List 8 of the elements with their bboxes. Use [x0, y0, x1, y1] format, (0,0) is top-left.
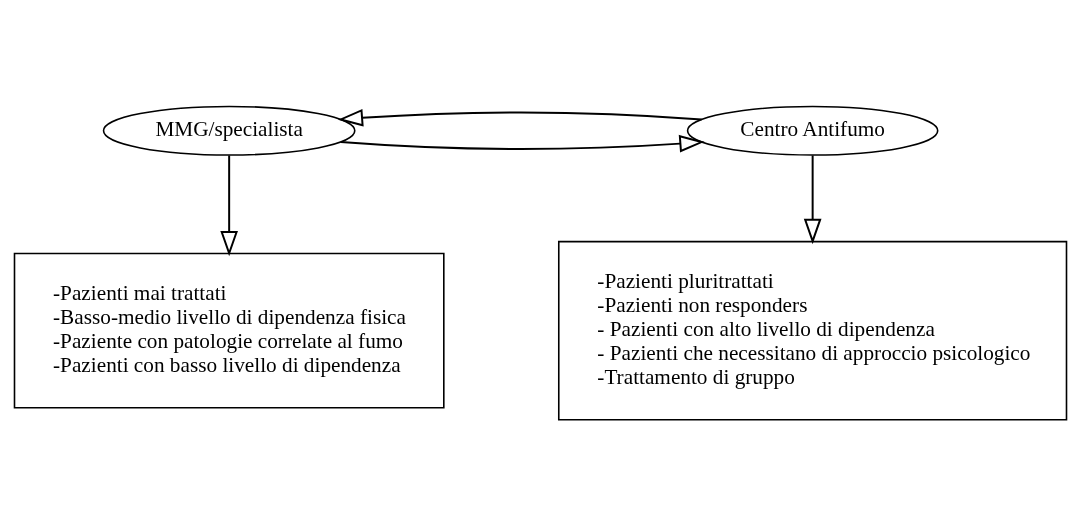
node-box: -Pazienti mai trattati -Basso-medio livello di dipendenza fisica -Paziente con patologie correlate al fumo -Pazienti con basso livello di dipendenza	[13, 252, 445, 408]
node-box: -Pazienti pluritrattati -Pazienti non responders - Pazienti con alto livello di dipendenza - Pazienti che necessitano di approccio psicologico -Trattamento di gruppo	[558, 240, 1068, 420]
node-ellipse: MMG/specialista	[102, 105, 356, 156]
arrow	[803, 154, 822, 244]
node-ellipse: Centro Antifumo	[686, 105, 939, 156]
arrow	[339, 134, 705, 152]
arrow	[337, 108, 703, 127]
arrow	[220, 154, 238, 256]
